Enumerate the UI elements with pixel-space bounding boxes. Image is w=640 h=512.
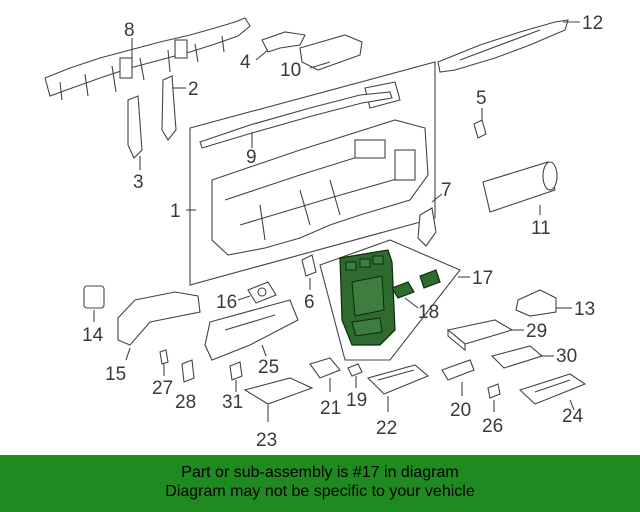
part-26-clip bbox=[487, 383, 501, 399]
callout-2: 2 bbox=[188, 79, 199, 100]
callout-19: 19 bbox=[346, 390, 367, 411]
callout-22: 22 bbox=[376, 418, 397, 439]
part-30-box bbox=[490, 345, 544, 369]
callout-5: 5 bbox=[476, 88, 487, 109]
part-31-clip bbox=[229, 361, 243, 381]
callout-29: 29 bbox=[526, 321, 547, 342]
part-22-tray bbox=[366, 364, 430, 395]
part-27-clip bbox=[159, 349, 169, 365]
part-20-handle bbox=[441, 359, 475, 381]
callout-15: 15 bbox=[105, 364, 126, 385]
part-16-switch bbox=[247, 281, 277, 304]
callout-23: 23 bbox=[256, 430, 277, 451]
part-2-bracket bbox=[161, 75, 177, 141]
part-17-center-panel-highlighted bbox=[339, 249, 396, 346]
callout-13: 13 bbox=[574, 299, 595, 320]
leader-18 bbox=[404, 297, 419, 309]
part-11-airbag bbox=[482, 161, 558, 213]
part-9-trim-strip bbox=[199, 91, 393, 149]
callout-31: 31 bbox=[222, 392, 243, 413]
part-15-cluster-hood bbox=[117, 291, 201, 346]
part-13-mount bbox=[515, 289, 557, 317]
callout-30: 30 bbox=[556, 346, 577, 367]
footer-line-1: Part or sub-assembly is #17 in diagram bbox=[181, 464, 459, 481]
callout-21: 21 bbox=[320, 398, 341, 419]
part-5-clip bbox=[473, 119, 487, 139]
part-10-glove-box-door bbox=[299, 34, 363, 71]
part-29-pocket bbox=[446, 319, 514, 352]
leader-7 bbox=[431, 193, 443, 203]
callout-27: 27 bbox=[152, 378, 173, 399]
callout-28: 28 bbox=[175, 392, 196, 413]
part-3-bracket bbox=[127, 95, 143, 159]
callout-16: 16 bbox=[216, 292, 237, 313]
part-12-top-panel bbox=[437, 19, 569, 73]
callout-18: 18 bbox=[418, 302, 439, 323]
footer-line-2: Diagram may not be specific to your vehi… bbox=[165, 483, 475, 500]
callout-14: 14 bbox=[82, 325, 104, 346]
callout-3: 3 bbox=[133, 172, 144, 193]
callout-12: 12 bbox=[582, 13, 603, 34]
part-23-tray bbox=[243, 377, 314, 405]
part-7-bracket bbox=[417, 207, 437, 247]
part-21-bracket bbox=[309, 357, 341, 379]
callout-20: 20 bbox=[450, 400, 471, 421]
callout-9: 9 bbox=[246, 147, 257, 168]
leader-10 bbox=[309, 61, 331, 69]
callout-25: 25 bbox=[258, 357, 279, 378]
footer-banner: Part or sub-assembly is #17 in diagram D… bbox=[0, 455, 640, 512]
callout-7: 7 bbox=[441, 180, 452, 201]
part-25-lower-panel bbox=[204, 299, 299, 361]
part-17-assembly-box bbox=[319, 239, 461, 361]
leader-15 bbox=[125, 347, 131, 361]
callout-17: 17 bbox=[472, 268, 493, 289]
leader-24 bbox=[569, 399, 575, 411]
leader-4 bbox=[255, 49, 269, 61]
callout-24: 24 bbox=[562, 406, 584, 427]
callout-1: 1 bbox=[170, 201, 181, 222]
callout-4: 4 bbox=[240, 52, 251, 73]
part-1-dashboard-frame bbox=[189, 61, 436, 286]
parts-diagram: 8 4 10 12 2 3 1 9 bbox=[44, 13, 603, 451]
callout-6: 6 bbox=[304, 292, 315, 313]
part-18-vents-highlighted bbox=[391, 269, 441, 299]
part-28-clip bbox=[181, 359, 195, 383]
callout-8: 8 bbox=[124, 20, 135, 41]
callout-26: 26 bbox=[482, 416, 503, 437]
part-14-vent bbox=[83, 285, 105, 309]
part-24-panel bbox=[518, 373, 587, 405]
leader-16 bbox=[237, 295, 251, 301]
part-19-clip bbox=[347, 363, 363, 377]
part-8-reinforcement bbox=[44, 17, 251, 101]
leader-25 bbox=[261, 344, 267, 357]
part-4-bracket bbox=[261, 31, 306, 53]
callout-10: 10 bbox=[280, 60, 301, 81]
part-6-clip bbox=[301, 254, 317, 277]
callout-11: 11 bbox=[531, 218, 551, 239]
